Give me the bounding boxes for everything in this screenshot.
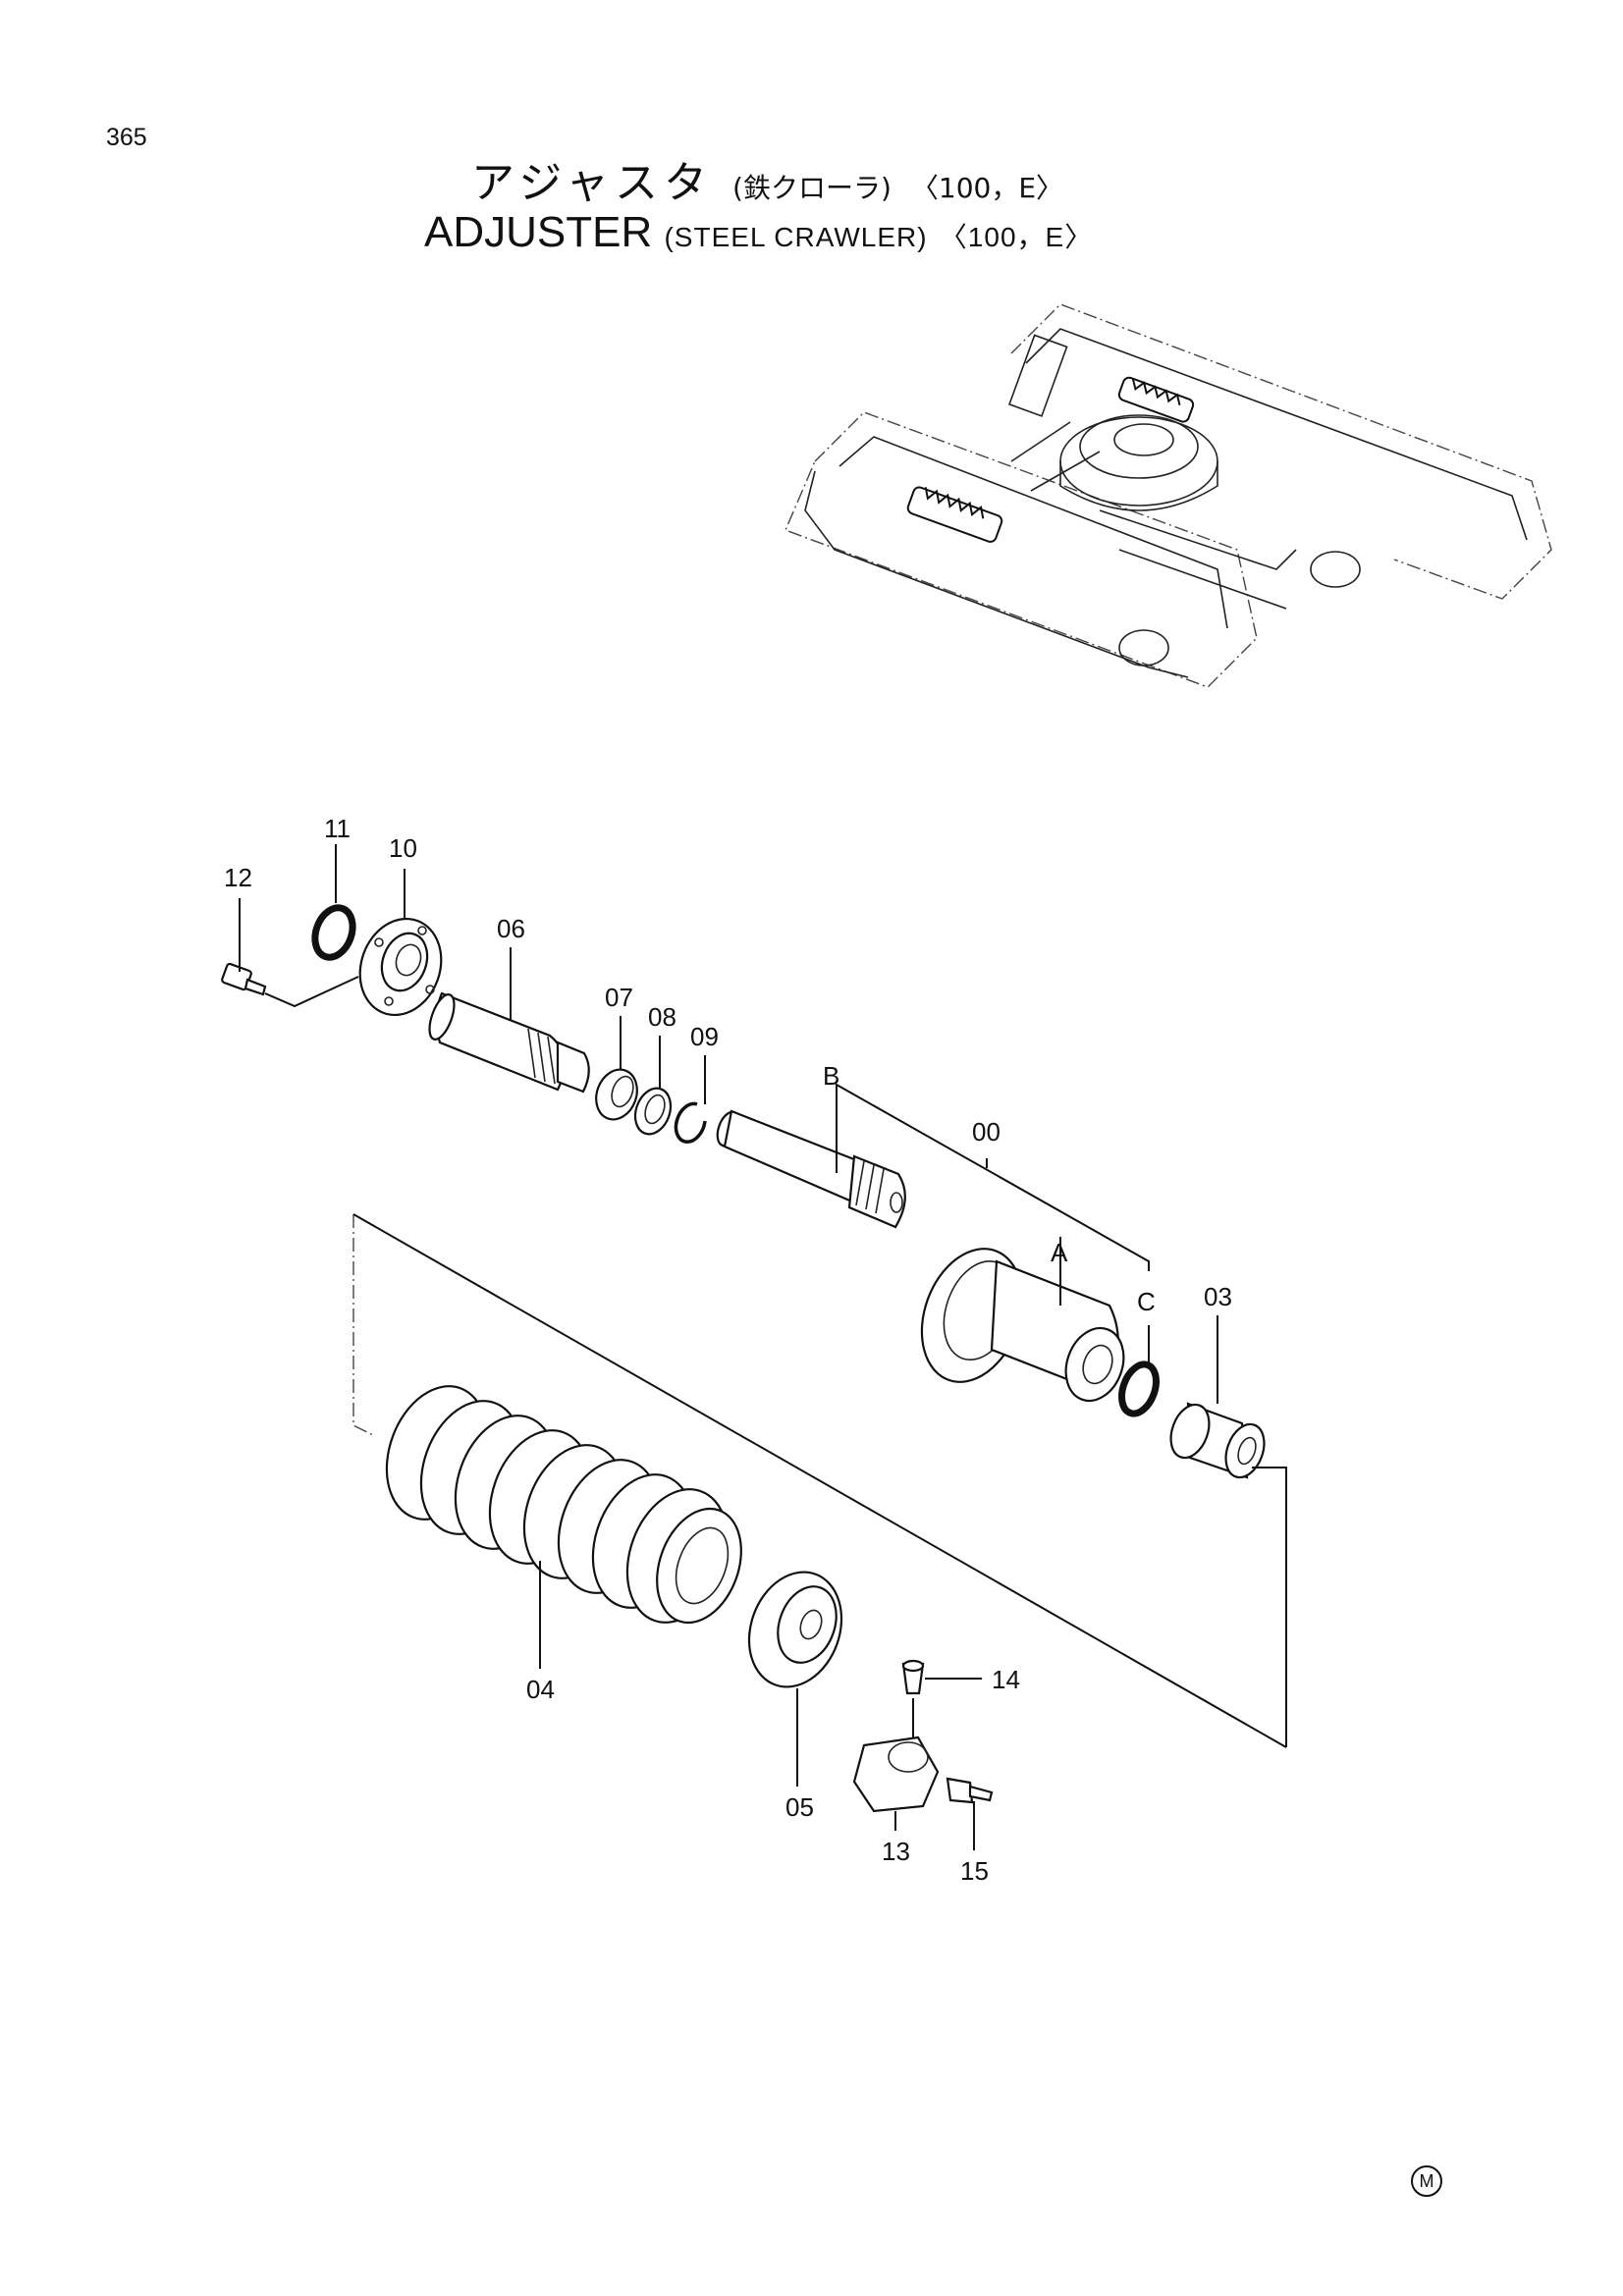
label-part-14: 14	[992, 1665, 1020, 1694]
label-part-05: 05	[785, 1792, 814, 1822]
part-05-spring-seat	[747, 1571, 843, 1787]
label-part-08: 08	[648, 1002, 676, 1032]
part-c-o-ring	[1118, 1325, 1160, 1417]
part-12-bolt	[221, 898, 267, 996]
part-07-seal	[595, 1016, 638, 1121]
part-14-grease-fitting	[901, 1659, 982, 1747]
part-10-bracket	[358, 869, 443, 1017]
label-part-00: 00	[972, 1117, 1001, 1147]
label-part-b: B	[823, 1061, 839, 1091]
crawler-undercarriage-illustration	[784, 303, 1552, 688]
part-b-piston-rod	[716, 1095, 906, 1229]
label-part-09: 09	[690, 1022, 719, 1051]
part-13-valve-nut	[852, 1735, 940, 1831]
circled-m-mark: M	[1411, 2165, 1442, 2197]
label-part-03: 03	[1204, 1282, 1232, 1311]
page-number: 365	[106, 124, 147, 151]
part-09-snap-ring	[674, 1055, 707, 1144]
label-part-06: 06	[497, 914, 525, 943]
label-part-c: C	[1137, 1287, 1156, 1316]
label-part-a: A	[1051, 1238, 1068, 1267]
title-jp-sub: (鉄クローラ)	[732, 172, 892, 204]
label-part-11: 11	[324, 814, 351, 843]
label-part-15: 15	[960, 1856, 989, 1886]
label-part-10: 10	[389, 833, 417, 863]
title-en-sub: (STEEL CRAWLER)	[664, 222, 928, 252]
part-a-cylinder	[920, 1237, 1125, 1403]
label-part-07: 07	[605, 983, 633, 1012]
assembly-00-bracket	[836, 1083, 1150, 1271]
frame-spring-front	[906, 486, 1003, 543]
title-en-code: 〈100，E〉	[939, 222, 1094, 252]
title-en-main: ADJUSTER	[424, 208, 653, 256]
title-english: ADJUSTER (STEEL CRAWLER) 〈100，E〉	[424, 208, 1093, 257]
part-08-ring	[633, 1036, 673, 1136]
part-11-o-ring	[311, 844, 356, 961]
assembly-bracket-left	[352, 1214, 374, 1436]
title-jp-code: 〈100，E〉	[910, 172, 1064, 204]
label-part-04: 04	[526, 1675, 555, 1704]
label-part-12: 12	[224, 863, 252, 892]
part-03-bushing	[1169, 1315, 1266, 1479]
title-jp-main: アジャスタ	[471, 158, 714, 208]
part-15-bolt	[946, 1777, 994, 1850]
part-06-rod	[428, 947, 590, 1094]
label-part-13: 13	[882, 1837, 910, 1866]
part-04-spring	[385, 1385, 742, 1669]
frame-spring-back	[1117, 376, 1195, 423]
title-japanese: アジャスタ (鉄クローラ) 〈100，E〉	[471, 147, 1063, 210]
